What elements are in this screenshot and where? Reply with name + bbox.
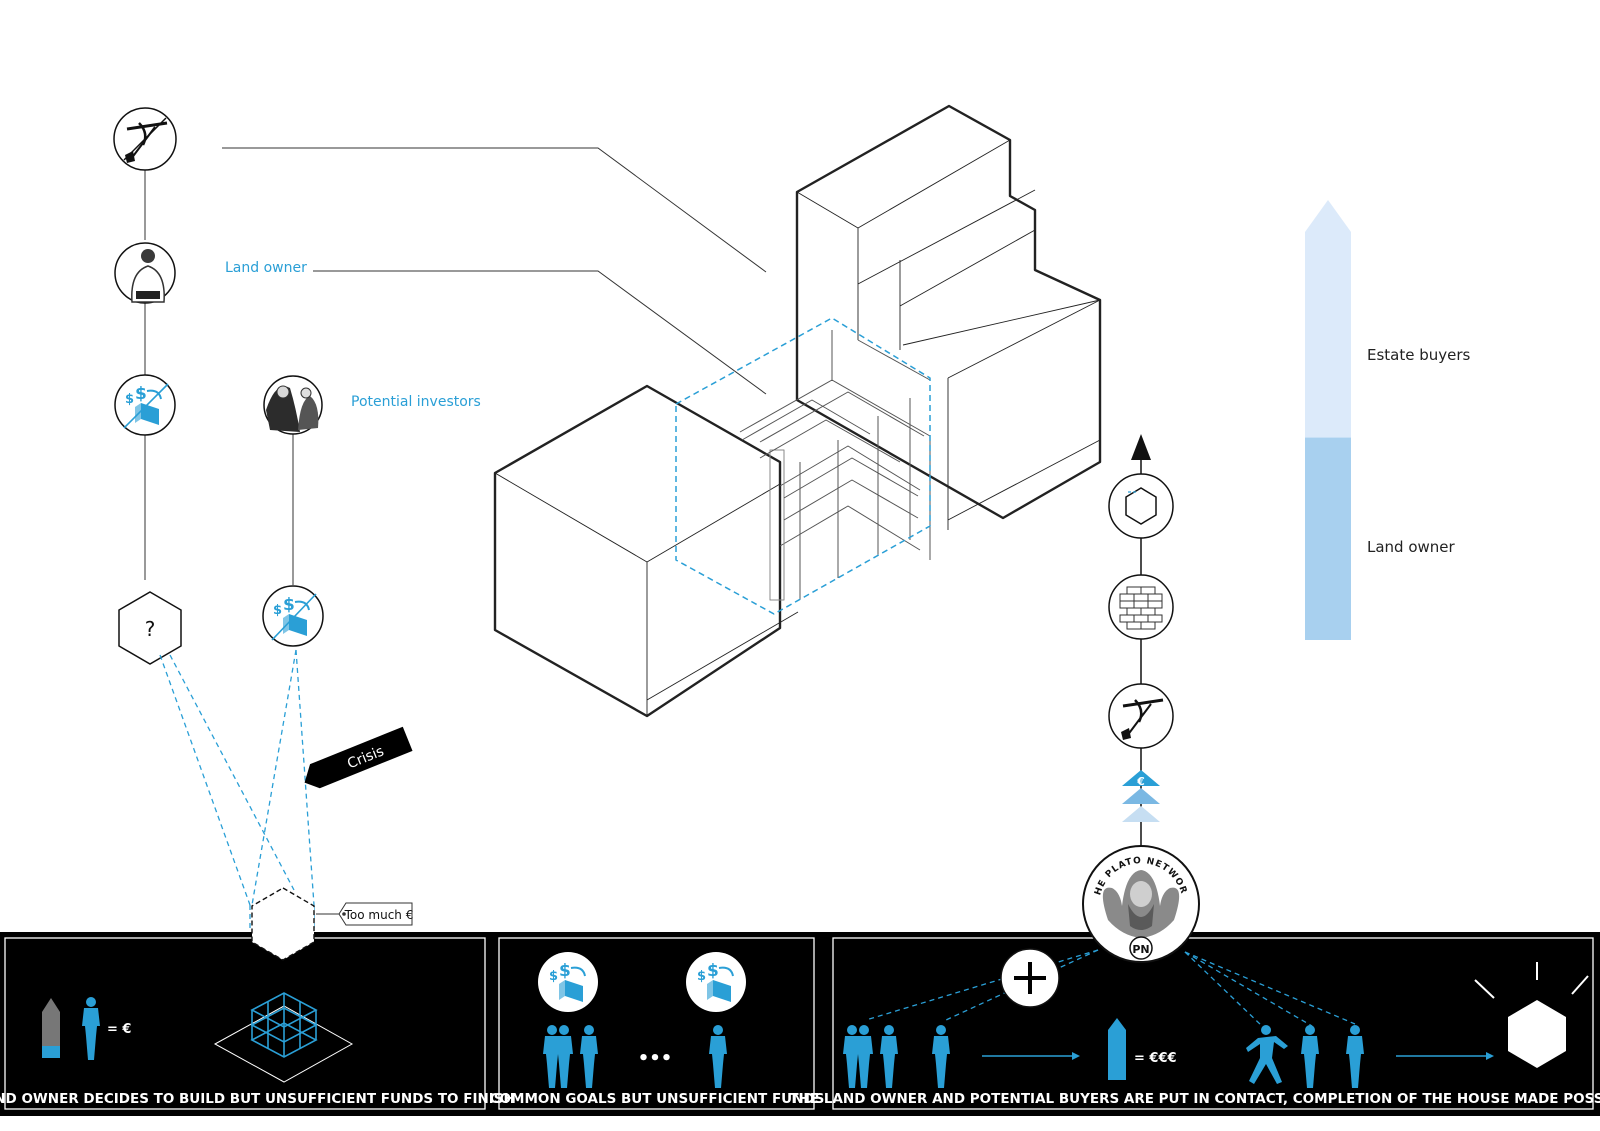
building-frame (739, 330, 931, 601)
too-much-tag: Too much € (316, 902, 414, 926)
svg-text:€: € (1136, 775, 1145, 788)
bricks-node (1108, 574, 1174, 640)
completed-house-icon (1474, 962, 1589, 1068)
scale-bar: Estate buyers Land owner (1305, 200, 1471, 640)
frame-icon (250, 992, 318, 1058)
land-owner-band (1305, 437, 1351, 640)
euro-arrows-icon: € (1122, 770, 1160, 822)
building-axonometric (493, 104, 1102, 718)
land-owner-gauge (42, 998, 60, 1058)
panel-1-equation: = € (107, 1022, 131, 1037)
crisis-tag: Crisis (304, 726, 413, 789)
arrow-up-icon (1131, 434, 1151, 460)
investors-node (263, 375, 323, 435)
panel-3: = €€€ THE LAND OWNER AND POTENTIAL BUYER… (789, 937, 1600, 1110)
ellipsis: ••• (638, 1048, 673, 1069)
tools-node (113, 107, 177, 171)
svg-text:Too much €: Too much € (344, 908, 414, 922)
walking-person-icon (1246, 1025, 1288, 1084)
funding-node-investors (262, 585, 324, 647)
panel-2: ••• COMMON GOALS BUT UNSUFFICIENT FUNDS (490, 937, 825, 1110)
unknown-hexagon-node: ? (118, 591, 182, 665)
hexagon-node (1108, 473, 1174, 539)
unfinished-house-hexagon (251, 887, 315, 961)
estate-buyers-label: Estate buyers (1367, 346, 1471, 364)
panel-3-caption: THE LAND OWNER AND POTENTIAL BUYERS ARE … (789, 1091, 1600, 1107)
completion-chain: € (1108, 434, 1174, 850)
land-owner-label: Land owner (225, 260, 307, 276)
funded-gauge (1108, 1018, 1126, 1080)
connector-lines (144, 147, 767, 585)
bottom-strip: = € LAND OWNER DECIDES TO BUILD BUT UNSU… (0, 887, 1600, 1116)
panel-1-caption: LAND OWNER DECIDES TO BUILD BUT UNSUFFIC… (0, 1091, 515, 1107)
funding-node-left (114, 374, 176, 436)
question-mark: ? (145, 617, 156, 641)
panel-2-caption: COMMON GOALS BUT UNSUFFICIENT FUNDS (490, 1091, 825, 1107)
land-owner-node (114, 242, 176, 304)
investors-icon (266, 385, 319, 432)
potential-investors-label: Potential investors (351, 394, 481, 410)
person-icon (131, 249, 165, 303)
panel-1: = € LAND OWNER DECIDES TO BUILD BUT UNSU… (0, 937, 515, 1110)
panel-3-equation: = €€€ (1134, 1051, 1177, 1066)
network-monogram: PN (1132, 943, 1149, 956)
bricks-icon (1119, 586, 1163, 630)
figure-engraving (1102, 870, 1180, 938)
tools-node-right (1108, 683, 1174, 749)
land-owner-scale-label: Land owner (1367, 538, 1456, 556)
hexagon-icon (1125, 487, 1157, 525)
